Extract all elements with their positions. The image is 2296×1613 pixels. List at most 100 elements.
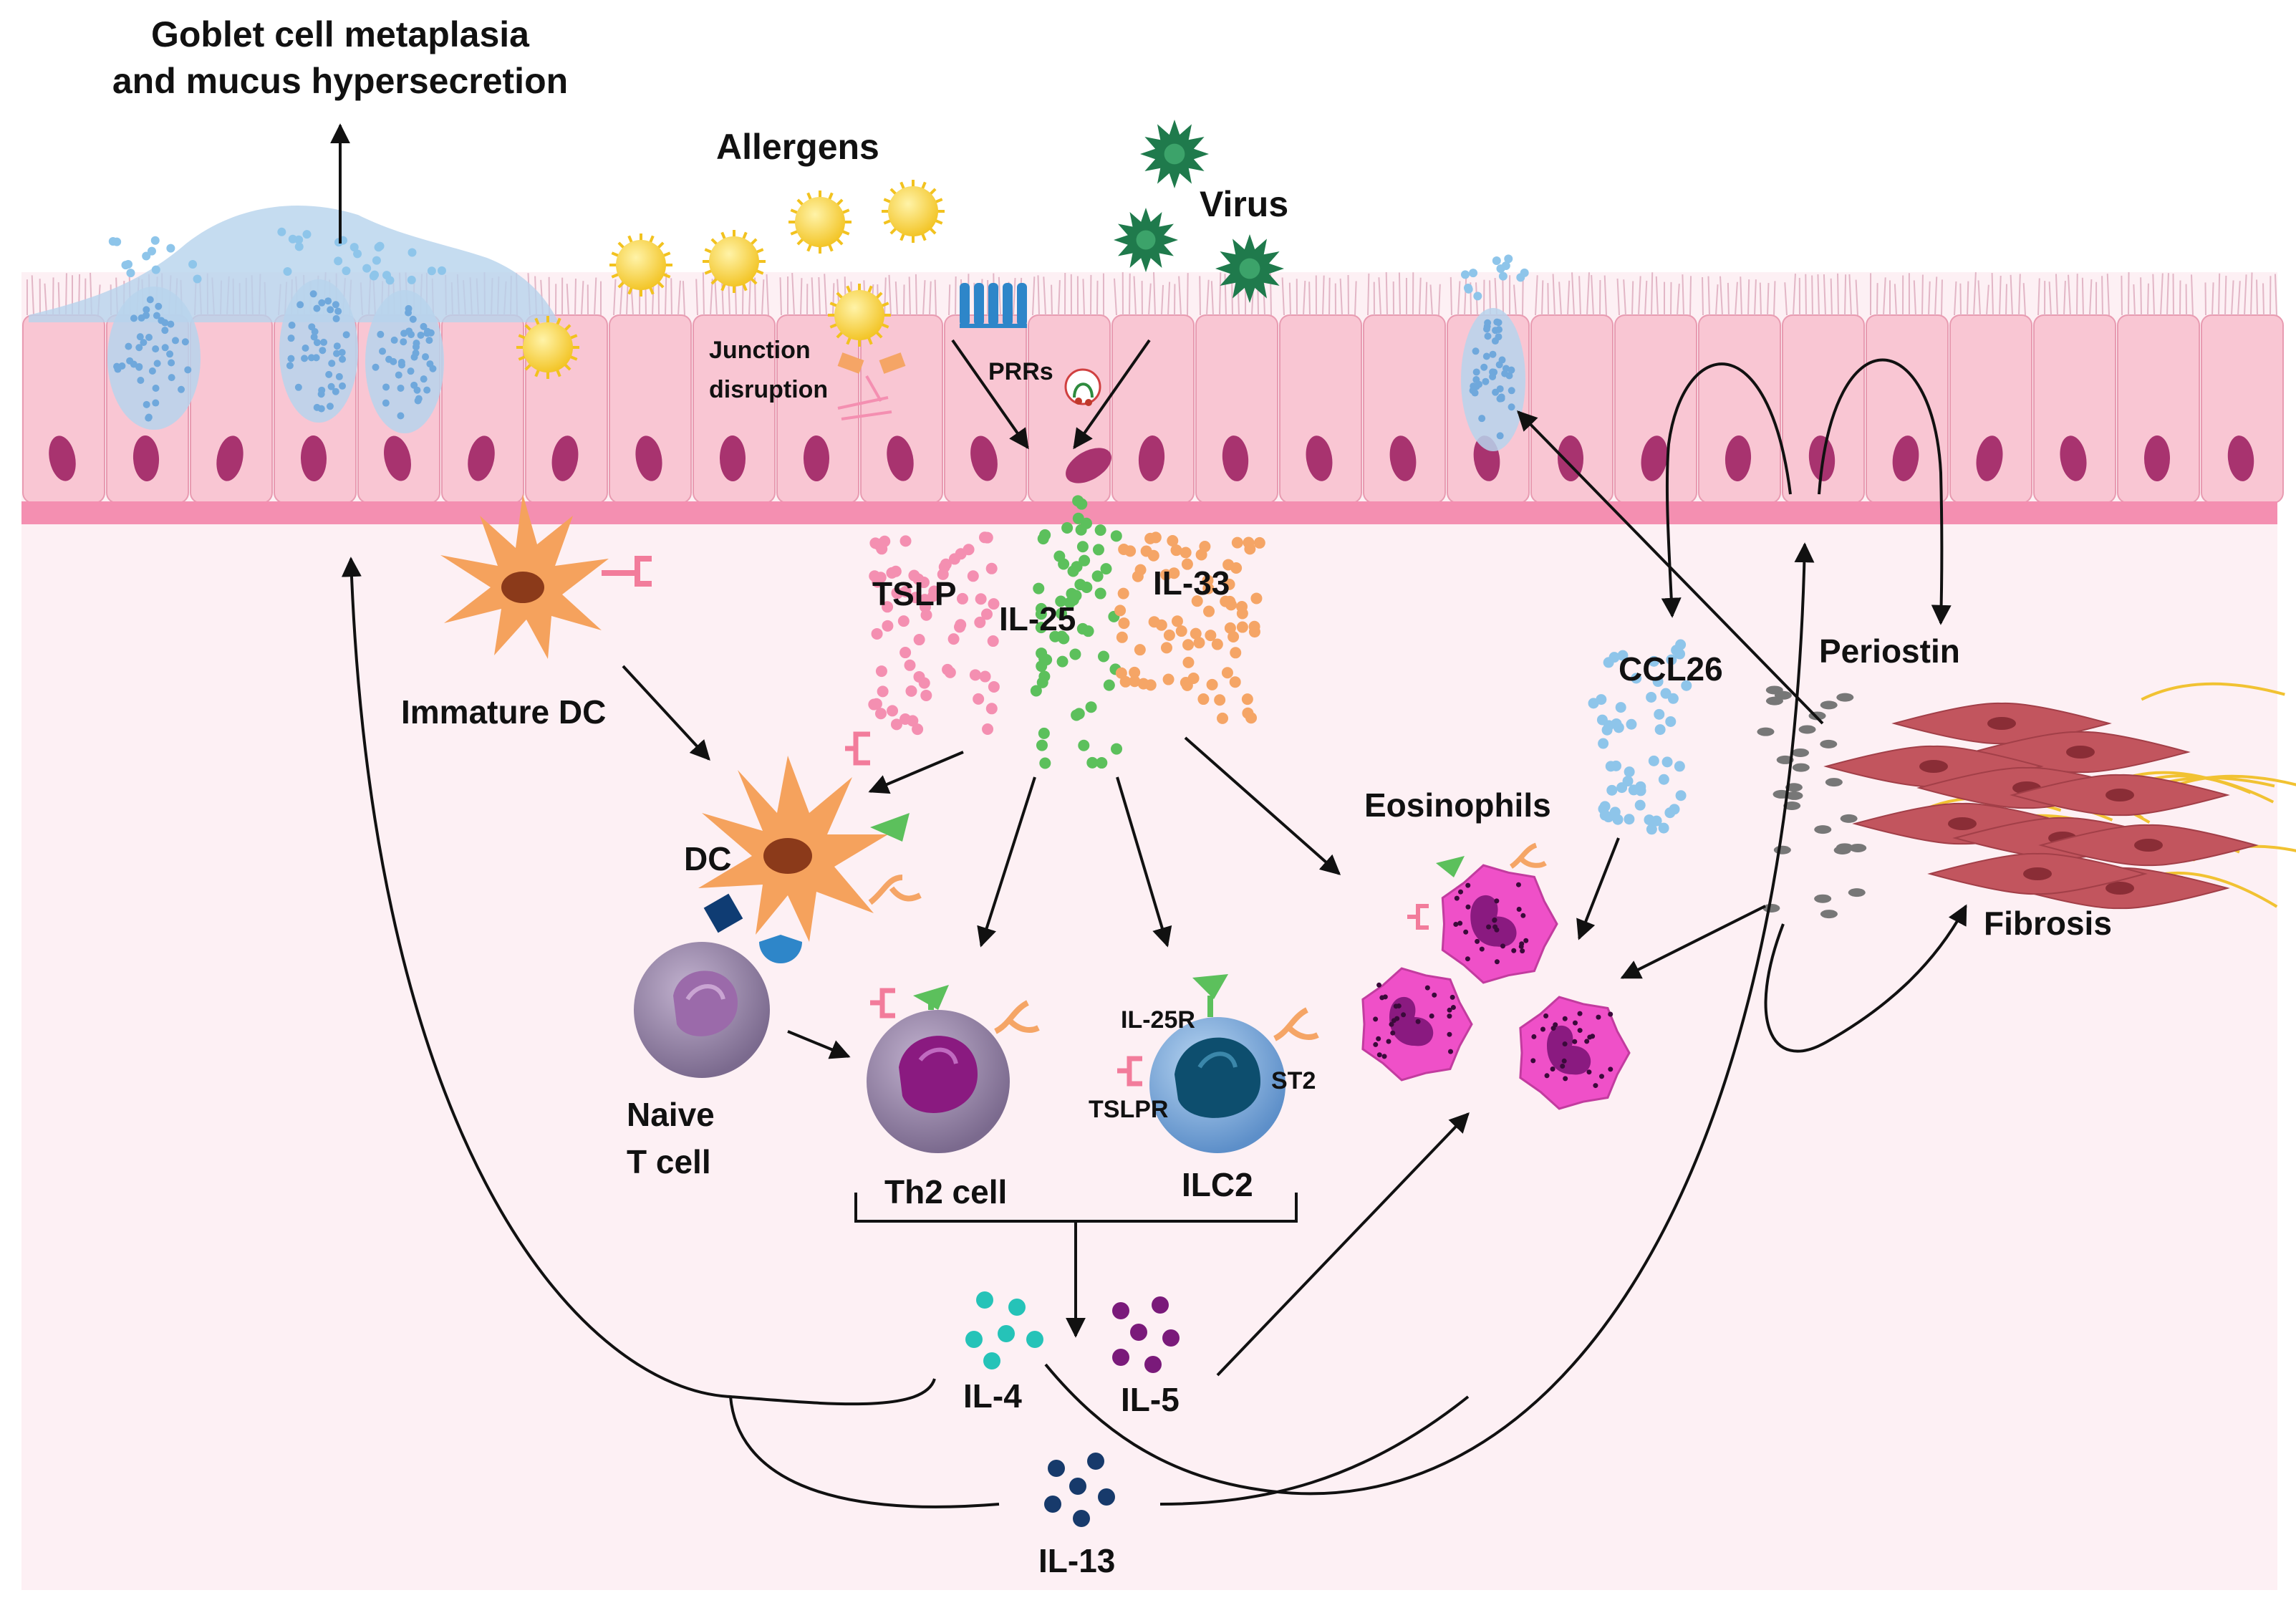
periostin-cloud xyxy=(1757,685,1867,919)
goblet-label-line2: and mucus hypersecretion xyxy=(112,61,568,101)
naive-label-line1: Naive xyxy=(627,1096,715,1133)
arrow-il13-to-periostin xyxy=(1159,1395,1470,1506)
epithelium xyxy=(22,271,2284,504)
goblet-cell xyxy=(107,287,201,430)
arrow-il13-to-epithelium xyxy=(729,1396,1000,1508)
arrow-periostin-to-fibrosis xyxy=(1764,904,1967,1053)
dc-label: DC xyxy=(684,840,731,877)
nucleus xyxy=(1976,435,2003,481)
nucleus xyxy=(300,435,327,481)
arrow-epi-to-ccl26 xyxy=(1661,362,1792,618)
allergen-icon xyxy=(882,180,945,243)
th2-label: Th2 cell xyxy=(884,1173,1007,1210)
arrow-il4-to-epithelium xyxy=(341,557,936,1406)
nucleus xyxy=(132,435,160,481)
arrow-cyto-to-dc xyxy=(868,751,964,794)
nucleus xyxy=(49,435,76,481)
arrow-il5-to-eos xyxy=(1216,1112,1470,1377)
il33-label: IL-33 xyxy=(1153,564,1230,602)
arrow-allergen-in xyxy=(951,339,1029,450)
ilc2-label: ILC2 xyxy=(1182,1166,1253,1203)
arrow-periostin-to-eos xyxy=(1620,905,1766,979)
il4-label: IL-4 xyxy=(963,1377,1022,1415)
ilc2-cell xyxy=(1117,974,1319,1153)
st2-label: ST2 xyxy=(1271,1067,1316,1094)
basement-membrane xyxy=(21,501,2277,524)
arrow-cyto-to-th2 xyxy=(977,776,1036,948)
fibroblast-cell xyxy=(1927,852,2148,895)
goblet-label-line1: Goblet cell metaplasia xyxy=(151,14,530,54)
junction-label-line2: disruption xyxy=(709,376,828,403)
allergen-icon xyxy=(609,233,672,297)
nucleus xyxy=(803,435,830,481)
eosinophil-cell xyxy=(1361,967,1473,1082)
arrow-epi-to-periostin xyxy=(1818,358,1952,625)
nucleus xyxy=(2227,435,2254,481)
il13-label: IL-13 xyxy=(1038,1542,1115,1579)
nucleus xyxy=(1892,435,1919,481)
il5-label: IL-5 xyxy=(1121,1381,1180,1418)
fibrosis-cells xyxy=(1823,682,2296,910)
fibrosis-label: Fibrosis xyxy=(1984,905,2112,942)
allergens-label: Allergens xyxy=(716,127,879,167)
allergen-icon xyxy=(703,230,766,293)
nucleus xyxy=(551,435,579,481)
ccl26-cloud xyxy=(1588,639,1692,835)
il5-dots xyxy=(1112,1296,1180,1373)
nucleus xyxy=(1725,435,1752,481)
fibroblast-cell xyxy=(2038,824,2259,867)
junction-label-line1: Junction xyxy=(709,337,811,364)
prr-receptors xyxy=(960,283,1027,328)
nucleus xyxy=(1222,435,1249,481)
tslp-cloud xyxy=(868,531,1000,736)
eosinophils-label: Eosinophils xyxy=(1364,786,1551,824)
nucleus xyxy=(2143,435,2171,481)
il25r-label: IL-25R xyxy=(1121,1006,1195,1034)
naive-t-cell xyxy=(634,942,770,1078)
junction-disruption-icon xyxy=(837,352,906,420)
allergen-icon xyxy=(516,316,579,379)
dc-cell xyxy=(698,731,922,963)
allergen-particles xyxy=(516,180,945,379)
allergen-icon xyxy=(828,284,891,347)
periostin-label: Periostin xyxy=(1819,632,1960,670)
th2-cell xyxy=(867,985,1040,1153)
fibroblast-cell xyxy=(2010,774,2230,817)
goblet-cells xyxy=(107,227,1529,451)
labels: Goblet cell metaplasia and mucus hyperse… xyxy=(112,14,2112,1579)
nucleus xyxy=(384,435,411,481)
nucleus xyxy=(2060,435,2087,481)
nucleus xyxy=(635,435,662,481)
il33-cloud xyxy=(1114,531,1265,724)
il4-dots xyxy=(965,1291,1043,1369)
activated-nucleus xyxy=(1066,448,1111,483)
nucleus xyxy=(1306,435,1333,481)
il13-dots xyxy=(1044,1453,1115,1527)
tslpr-label: TSLPR xyxy=(1089,1096,1168,1123)
naive-label-line2: T cell xyxy=(627,1143,711,1180)
arrow-ccl26-to-eos xyxy=(1576,837,1620,940)
eosinophil-cell xyxy=(1519,996,1631,1110)
nucleus xyxy=(970,435,998,481)
arrow-virus-in xyxy=(1073,339,1151,450)
nucleus xyxy=(1389,435,1417,481)
nucleus xyxy=(1641,435,1668,481)
nucleus xyxy=(887,435,914,481)
eosinophil-cell xyxy=(1441,864,1558,984)
arrow-cyto-to-eos xyxy=(1184,736,1341,875)
arrow-naive-to-th2 xyxy=(787,1030,851,1059)
arrow-il4-to-periostin xyxy=(1044,542,1815,1496)
allergen-icon xyxy=(788,191,852,254)
immature-dc-cell xyxy=(440,494,652,659)
prrs-label: PRRs xyxy=(988,358,1053,385)
eosinophils xyxy=(1361,842,1631,1110)
immature-dc-label: Immature DC xyxy=(401,693,606,731)
tslp-label: TSLP xyxy=(872,575,957,612)
goblet-cell xyxy=(279,279,358,423)
intracellular-sensor-icon xyxy=(1064,368,1101,406)
th2-ilc2-bracket xyxy=(854,1193,1298,1236)
virus-label: Virus xyxy=(1200,184,1288,224)
arrows xyxy=(330,123,1967,1508)
il25-cloud xyxy=(1030,495,1123,769)
